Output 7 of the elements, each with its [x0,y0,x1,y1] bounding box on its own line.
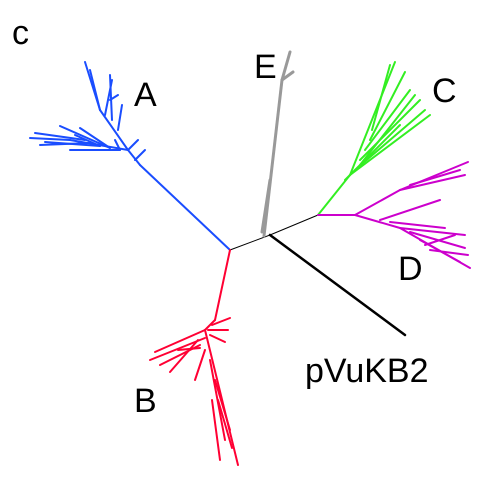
sequence-label: pVuKB2 [305,354,428,388]
clade-label: D [398,252,423,286]
clade-label: E [254,50,277,84]
clade-label: B [134,384,157,418]
clade-label: A [134,78,157,112]
clade-label: C [432,74,457,108]
panel-letter: c [12,16,29,50]
